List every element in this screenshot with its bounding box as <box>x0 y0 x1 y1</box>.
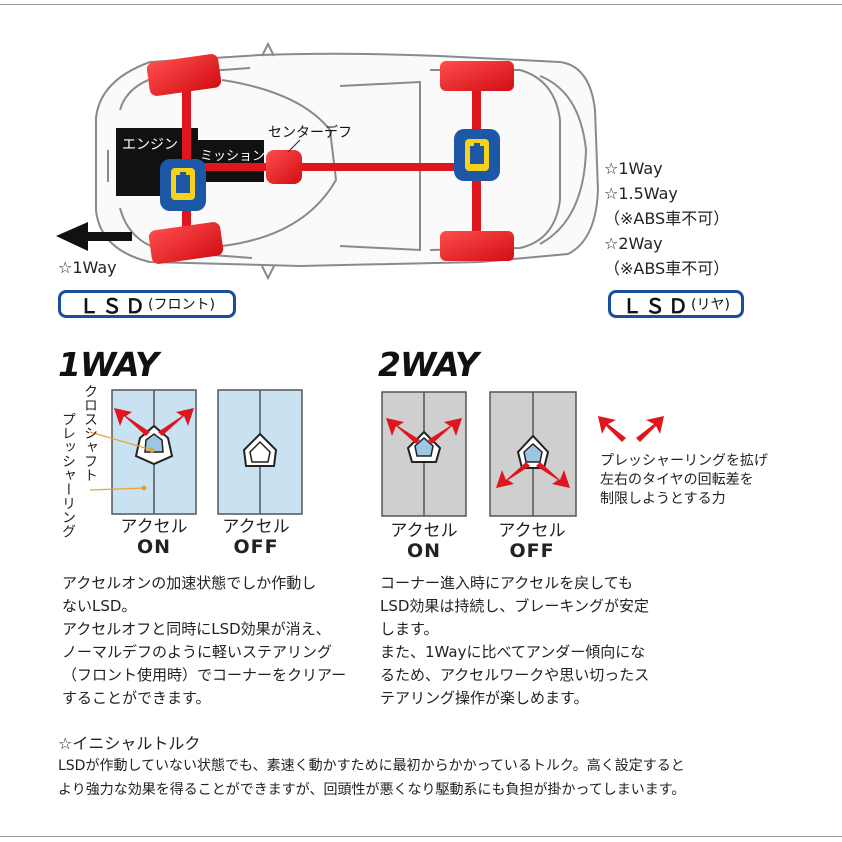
initial-torque-heading: ☆イニシャルトルク <box>58 734 201 753</box>
state-on: ON <box>406 540 442 562</box>
2way-on-arrows <box>386 418 462 444</box>
bottom-divider <box>0 836 842 837</box>
rear-options-list: ☆1Way ☆1.5Way （※ABS車不可） ☆2Way （※ABS車不可） <box>604 156 729 281</box>
state-on: ON <box>136 536 172 558</box>
2way-desc-line: コーナー進入時にアクセルを戻しても <box>380 574 634 592</box>
engine-label: エンジン <box>122 137 178 153</box>
1way-off-plate <box>217 389 303 515</box>
center-diff-leader <box>287 139 301 153</box>
front-right-tyre <box>148 222 224 264</box>
mission-label: ミッション <box>200 149 266 164</box>
1way-desc-line: ノーマルデフのように軽いステアリング <box>62 643 333 661</box>
2way-desc-line: します。 <box>380 620 439 638</box>
2way-desc-line: るため、アクセルワークや思い切ったス <box>380 666 650 684</box>
rear-option: ☆1.5Way <box>604 184 678 203</box>
rear-option: ☆1Way <box>604 159 663 178</box>
1way-on-label: アクセル ON <box>112 517 196 557</box>
2way-diagram <box>381 391 577 517</box>
state-off: OFF <box>509 540 555 562</box>
rear-left-tyre <box>440 61 514 91</box>
rear-option-note: （※ABS車不可） <box>604 209 730 228</box>
rear-diff-icon <box>454 129 500 181</box>
legend-line: 制限しようとする力 <box>600 491 726 507</box>
initial-torque-text: LSDが作動していない状態でも、素速く動かすために最初からかかっているトルク。高… <box>58 754 685 802</box>
forward-direction-arrow <box>56 222 132 251</box>
front-left-tyre <box>146 54 222 96</box>
2way-desc-line: また、1Wayに比べてアンダー傾向にな <box>380 643 646 661</box>
cross-shaft-label: クロスシャフト <box>82 384 98 482</box>
front-lsd-label-box: ＬＳＤ (フロント) <box>58 290 236 318</box>
1way-desc-line: アクセルオンの加速状態でしか作動し <box>62 574 317 592</box>
front-diff-icon <box>160 159 206 211</box>
state-off: OFF <box>233 536 279 558</box>
legend-line: 左右のタイヤの回転差を <box>600 472 754 488</box>
2way-on-plate <box>381 391 467 517</box>
1way-on-arrows <box>114 408 194 436</box>
pressure-ring-label: プレッシャーリング <box>60 412 76 538</box>
2way-off-arrows <box>496 462 570 488</box>
rear-option-note: （※ABS車不可） <box>604 259 730 278</box>
2way-heading: 2WAY <box>378 345 479 384</box>
accel-text: アクセル <box>222 517 290 537</box>
top-divider <box>0 4 842 5</box>
rear-option: ☆2Way <box>604 234 663 253</box>
legend-arrow-icon <box>598 416 664 442</box>
rear-lsd-sub: (リヤ) <box>691 297 730 313</box>
2way-on-label: アクセル ON <box>382 521 466 561</box>
1way-desc-line: することができます。 <box>62 689 211 707</box>
force-legend-text: プレッシャーリングを拡げ 左右のタイヤの回転差を 制限しようとする力 <box>600 452 768 509</box>
1way-off-label: アクセル OFF <box>214 517 298 557</box>
1way-heading: 1WAY <box>58 345 159 384</box>
2way-description: コーナー進入時にアクセルを戻しても LSD効果は持続し、ブレーキングが安定 しま… <box>380 572 649 710</box>
2way-desc-line: テアリング操作が楽しめます。 <box>380 689 589 707</box>
2way-off-plate <box>489 391 577 517</box>
front-lsd-main: ＬＳＤ <box>79 293 149 318</box>
torque-line: LSDが作動していない状態でも、素速く動かすために最初からかかっているトルク。高… <box>58 758 685 774</box>
front-option-1way: ☆1Way <box>58 258 117 277</box>
1way-desc-line: ないLSD。 <box>62 597 137 615</box>
legend-line: プレッシャーリングを拡げ <box>600 453 768 469</box>
1way-on-plate <box>111 389 197 515</box>
1way-desc-line: アクセルオフと同時にLSD効果が消え、 <box>62 620 331 638</box>
rear-lsd-main: ＬＳＤ <box>622 293 692 318</box>
force-legend-arrows <box>598 416 664 442</box>
1way-desc-line: （フロント使用時）でコーナーをクリアー <box>62 666 347 684</box>
accel-text: アクセル <box>120 517 188 537</box>
car-drivetrain-diagram <box>56 41 600 281</box>
accel-text: アクセル <box>390 521 458 541</box>
rear-right-tyre <box>440 231 514 261</box>
1way-description: アクセルオンの加速状態でしか作動し ないLSD。 アクセルオフと同時にLSD効果… <box>62 572 346 710</box>
2way-off-label: アクセル OFF <box>490 521 574 561</box>
1way-diagram <box>89 389 303 515</box>
front-lsd-sub: (フロント) <box>148 297 215 313</box>
center-diff <box>266 150 302 184</box>
driveshaft <box>200 163 480 171</box>
accel-text: アクセル <box>498 521 566 541</box>
center-diff-label: センターデフ <box>268 125 352 141</box>
rear-lsd-label-box: ＬＳＤ (リヤ) <box>608 290 744 318</box>
2way-desc-line: LSD効果は持続し、ブレーキングが安定 <box>380 597 649 615</box>
torque-line: より強力な効果を得ることができますが、回頭性が悪くなり駆動系にも負担が掛かってし… <box>58 782 686 798</box>
